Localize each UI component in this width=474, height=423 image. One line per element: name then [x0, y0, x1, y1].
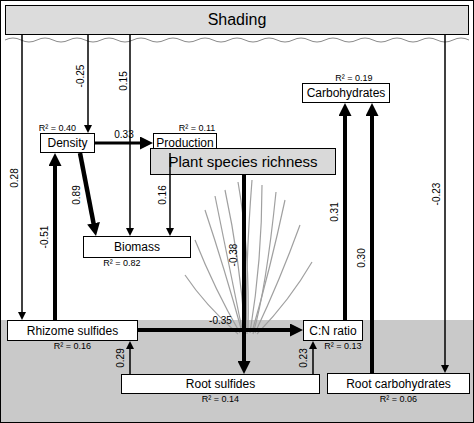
node-box: Rhizome sulfidesR² = 0.16 — [7, 320, 138, 341]
seagrass-blade — [252, 200, 285, 332]
path-coefficient: -0.23 — [431, 183, 442, 206]
seagrass-blade — [255, 225, 300, 333]
seagrass-blade — [250, 185, 262, 333]
path-arrow — [343, 110, 347, 321]
node-label: C:N ratio — [309, 324, 356, 338]
path-coefficient: -0.25 — [75, 65, 86, 88]
node-box: DensityR² = 0.40 — [40, 133, 95, 153]
r-squared-value: R² = 0.40 — [39, 123, 76, 133]
path-coefficient: 0.15 — [118, 71, 129, 90]
node-box: C:N ratioR² = 0.13 — [303, 320, 363, 341]
r-squared-value: R² = 0.06 — [380, 394, 417, 404]
node-label: Plant species richness — [168, 153, 317, 170]
seagrass-blade — [253, 192, 276, 334]
node-label: Root sulfides — [186, 377, 255, 391]
path-coefficient: 0.31 — [329, 202, 340, 221]
path-arrow — [21, 35, 23, 316]
path-arrow — [53, 160, 57, 321]
node-box: Shading — [5, 5, 469, 35]
node-label: Root carbohydrates — [346, 377, 451, 391]
path-arrow — [169, 153, 171, 232]
path-coefficient: 0.30 — [356, 248, 367, 267]
sediment-surface — [0, 313, 474, 423]
r-squared-value: R² = 0.13 — [324, 341, 361, 351]
r-squared-value: R² = 0.16 — [54, 341, 91, 351]
node-label: Carbohydrates — [307, 86, 386, 100]
node-box: Root carbohydratesR² = 0.06 — [327, 373, 470, 394]
path-arrow — [129, 345, 131, 374]
node-label: Density — [47, 136, 87, 150]
path-coefficient: 0.23 — [298, 348, 309, 367]
r-squared-value: R² = 0.11 — [179, 123, 216, 133]
path-coefficient: 0.29 — [115, 348, 126, 367]
path-arrow — [80, 153, 95, 230]
path-arrow — [370, 110, 374, 374]
water-surface-wave — [5, 38, 469, 42]
node-box: BiomassR² = 0.82 — [83, 236, 191, 258]
node-box: CarbohydratesR² = 0.19 — [302, 83, 390, 103]
path-arrow — [87, 35, 89, 129]
seagrass-blade — [215, 196, 243, 334]
node-label: Shading — [208, 11, 267, 29]
seagrass-blade — [185, 275, 238, 334]
path-arrow — [444, 35, 446, 369]
node-label: Rhizome sulfides — [27, 324, 118, 338]
path-coefficient: -0.38 — [228, 243, 239, 266]
path-coefficient: -0.35 — [209, 315, 232, 326]
node-box: Root sulfidesR² = 0.14 — [121, 374, 320, 394]
path-coefficient: 0.16 — [157, 185, 168, 204]
seagrass-blade — [205, 210, 242, 332]
path-coefficient: 0.28 — [9, 168, 20, 187]
r-squared-value: R² = 0.82 — [103, 258, 140, 268]
path-arrow — [242, 175, 246, 368]
node-label: Biomass — [114, 240, 160, 254]
path-coefficient: 0.89 — [71, 185, 82, 204]
path-arrow — [312, 345, 314, 374]
path-arrow — [138, 328, 297, 332]
path-coefficient: 0.33 — [114, 129, 133, 140]
path-coefficient: -0.51 — [39, 225, 50, 248]
node-box: Plant species richness — [150, 148, 336, 175]
r-squared-value: R² = 0.14 — [202, 394, 239, 404]
r-squared-value: R² = 0.19 — [335, 73, 372, 83]
seagrass-blade — [247, 180, 252, 334]
seagrass-illustration — [185, 180, 312, 334]
path-arrow — [95, 142, 147, 145]
